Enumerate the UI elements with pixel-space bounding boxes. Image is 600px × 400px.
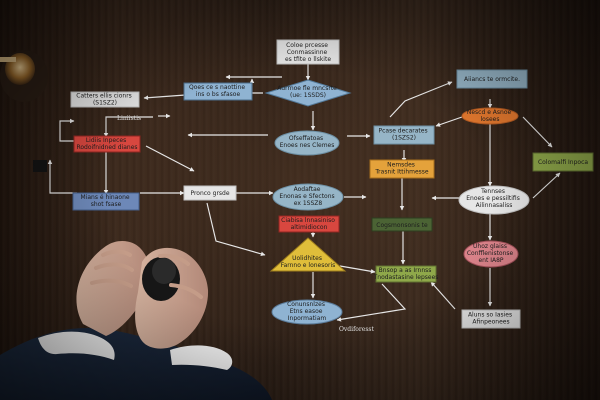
box-lower-right-line-2: Tnodastasine lepsees (373, 274, 439, 281)
box-left-line-1: Catters ellis cionrs (76, 93, 132, 100)
box-top-center: Coloe prcesse Conmassinne es tfite o lls… (276, 39, 340, 65)
decorative-square (33, 160, 47, 172)
oval-right-red-line-2: Confflenistonse (467, 250, 514, 257)
oval-right-red: Uhoz glaiss Confflenistonse ent IA8P (463, 240, 519, 268)
box-top-right-text: Aiiancs te ormcite. (464, 76, 520, 83)
box-left-red-line-2: Rodoifnidned dianes (76, 144, 137, 151)
box-lower-red: Ciabisa lnnasiniso altimidiocon (278, 215, 340, 233)
box-top-center-line-3: es tfite o llskite (285, 56, 331, 63)
svg-text:Coloe prcesse Conmassi: Coloe prcesse Conmassinne es tfite o lls… (285, 42, 331, 63)
oval-right-top-line-1: Nescd e Asnoe (467, 109, 512, 116)
box-top-left-line-1: Qoes ce s naottine (189, 84, 245, 91)
box-top-left: Qoes ce s naottine ins o bs sfasoe (183, 82, 253, 101)
oval-bottom-left: Conunsnlzes Etns easoe Inpormatiam (271, 299, 343, 325)
box-center-left: Pronco grsde (183, 185, 237, 201)
person-hands (0, 240, 272, 400)
diamond-center-top: Aurrnoe fle mncsrte (ue: 1SSDS) (264, 79, 352, 107)
box-bottom-right-line-2: Afinpeonees (472, 319, 509, 326)
box-left-red: Lidiis Inpeces Rodoifnidned dianes (73, 135, 141, 153)
box-left-line-2: (S1SZ2) (93, 100, 117, 107)
box-center-right-line-1: Pcase decarates (378, 128, 427, 135)
box-center-left-text: Pronco grsde (190, 190, 229, 197)
oval-center-line-2: Enoes nes Clemes (280, 142, 335, 149)
diamond-center-top-line-1: Aurrnoe fle mncsrte (277, 85, 337, 92)
triangle-lower-line-2: Farnno e lonesoris (281, 262, 336, 269)
oval-right-top: Nescd e Asnoe losees (461, 107, 519, 125)
oval-bottom-left-line-1: Conunsnlzes (287, 301, 325, 308)
oval-right-top-line-2: losees (481, 116, 500, 123)
oval-right-middle-line-2: Enoes e pessiltifis (466, 195, 520, 202)
oval-center-bottom-line-3: ex 1SSZ8 (294, 200, 323, 207)
box-left-lower-line-2: shot fsase (91, 201, 122, 208)
box-bottom-right-line-1: Aluns so Iasies (468, 312, 512, 319)
svg-text:Conunsnlzes Etns easoe: Conunsnlzes Etns easoe Inpormatiam (287, 301, 327, 322)
oval-center-bottom-line-2: Enonas e Sfectons (279, 193, 334, 200)
box-left-red-line-1: Lidiis Inpeces (86, 137, 126, 144)
oval-right-red-line-1: Uhoz glaiss (473, 243, 507, 250)
box-left: Catters ellis cionrs (S1SZ2) (70, 91, 140, 108)
box-right-mid: Colomalfi Inpoca (532, 152, 594, 172)
left-note: Liniistis (117, 115, 141, 122)
box-lower-right: Bnsop a as Irnnss Tnodastasine lepsees (373, 265, 439, 283)
bottom-note: Ovdiforesst (339, 326, 374, 333)
box-right-mid-text: Colomalfi Inpoca (538, 159, 588, 166)
oval-center-bottom: Aodaftae Enonas e Sfectons ex 1SSZ8 (272, 183, 344, 211)
box-center-right: Pcase decarates (1SZS2) (373, 125, 435, 145)
box-lower-green: Cogsmonsonis te (371, 217, 433, 232)
svg-text:Bnsop a as Irnnss Tnod: Bnsop a as Irnnss Tnodastasine lepsees (373, 267, 439, 281)
box-top-center-line-1: Coloe prcesse (286, 42, 328, 49)
box-top-center-line-2: Conmassinne (287, 49, 328, 56)
oval-center-line-1: Ofseffatoas (289, 135, 323, 142)
oval-right-middle: Tennses Enoes e pessiltifis Ailinnasalis… (458, 185, 530, 215)
triangle-lower-line-1: Uolidhites (292, 255, 322, 262)
box-lower-red-line-1: Ciabisa lnnasiniso (281, 217, 335, 224)
oval-bottom-left-line-3: Inpormatiam (288, 315, 327, 322)
svg-text:Aluns so Iasies Afinpe: Aluns so Iasies Afinpeonees (468, 312, 514, 326)
oval-right-red-line-3: ent IA8P (478, 257, 503, 264)
triangle-lower: Uolidhites Farnno e lonesoris (269, 237, 347, 272)
oval-right-middle-line-3: Ailinnasaliss (476, 202, 513, 209)
box-lower-right-line-1: Bnsop a as Irnnss (379, 267, 432, 274)
box-left-lower-line-1: Mians é hinaone (81, 194, 130, 201)
oval-right-middle-line-1: Tennses (480, 188, 505, 195)
box-middle-orange-line-2: Trasnit Ittihmesse (374, 169, 429, 176)
oval-bottom-left-line-2: Etns easoe (290, 308, 323, 315)
box-top-left-line-2: ins o bs sfasoe (196, 91, 241, 98)
box-middle-orange: Nemsdes Trasnit Ittihmesse (369, 159, 435, 179)
box-left-lower: Mians é hinaone shot fsase (72, 192, 140, 211)
box-lower-red-line-2: altimidiocon (291, 224, 328, 231)
diamond-center-top-line-2: (ue: 1SSDS) (290, 92, 326, 99)
box-lower-green-text: Cogsmonsonis te (376, 222, 428, 229)
oval-center: Ofseffatoas Enoes nes Clemes (274, 130, 340, 156)
svg-text:Qoes ce s naottine ins: Qoes ce s naottine ins o bs sfasoe (189, 84, 247, 98)
box-top-right: Aiiancs te ormcite. (456, 69, 528, 89)
box-bottom-right: Aluns so Iasies Afinpeonees (461, 309, 521, 329)
oval-center-bottom-line-1: Aodaftae (294, 186, 321, 193)
box-center-right-line-2: (1SZS2) (392, 135, 416, 142)
desk-lamp (0, 50, 48, 102)
box-middle-orange-line-1: Nemsdes (387, 162, 415, 169)
